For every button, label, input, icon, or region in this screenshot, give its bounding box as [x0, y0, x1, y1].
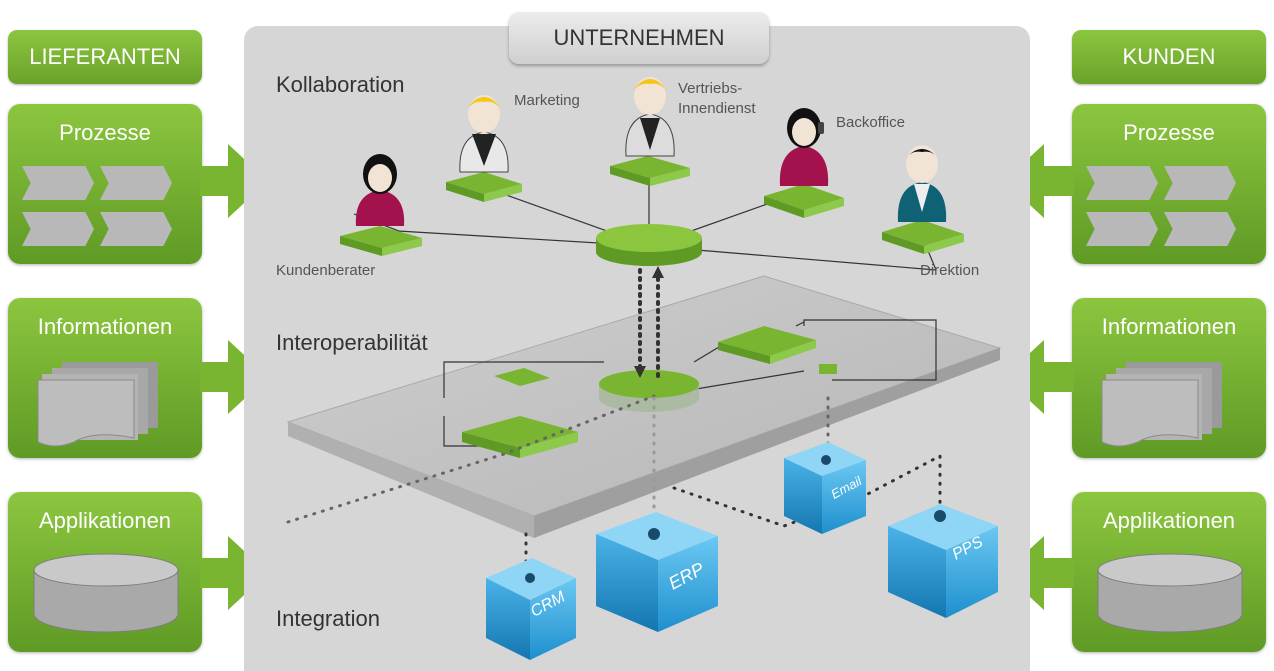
database-icon — [33, 553, 179, 633]
right-processes-title: Prozesse — [1123, 120, 1215, 145]
label-backoffice: Backoffice — [836, 114, 905, 131]
section-integration: Integration — [276, 606, 380, 631]
process-step-icon — [1086, 212, 1158, 246]
erp-cube — [596, 512, 718, 632]
person-kundenberater — [355, 154, 405, 226]
right-arrow-information — [1004, 340, 1074, 414]
left-information-title: Informationen — [37, 314, 173, 339]
label-marketing: Marketing — [514, 92, 580, 109]
architecture-graphic — [286, 77, 1002, 660]
company-header: UNTERNEHMEN — [509, 12, 769, 64]
person-direktion — [897, 145, 947, 222]
process-step-icon — [100, 166, 172, 200]
customers-tag: KUNDEN — [1072, 30, 1266, 84]
label-direktion: Direktion — [920, 262, 980, 279]
right-arrow-processes — [1004, 144, 1074, 218]
documents-icon — [1101, 362, 1222, 447]
person-marketing — [459, 95, 509, 173]
right-applications-title: Applikationen — [1102, 508, 1236, 533]
person-vertrieb — [625, 77, 675, 157]
right-information-title: Informationen — [1101, 314, 1237, 339]
process-step-icon — [1164, 166, 1236, 200]
right-information-panel: Informationen — [1072, 298, 1266, 458]
process-step-icon — [100, 212, 172, 246]
email-cube — [784, 442, 866, 534]
documents-icon — [37, 362, 158, 447]
left-arrow-information — [200, 340, 268, 414]
process-step-icon — [22, 166, 94, 200]
pps-cube — [888, 504, 998, 618]
right-applications-panel: Applikationen — [1072, 492, 1266, 652]
platforms — [340, 156, 964, 256]
left-arrow-applications — [200, 536, 268, 610]
right-arrow-applications — [1004, 536, 1074, 610]
left-processes-title: Prozesse — [59, 120, 151, 145]
process-step-icon — [22, 212, 94, 246]
label-vertrieb-1: Vertriebs- — [678, 80, 743, 97]
section-interoperability: Interoperabilität — [276, 330, 428, 355]
label-kundenberater: Kundenberater — [276, 262, 376, 279]
section-collaboration: Kollaboration — [276, 72, 405, 97]
left-information-panel: Informationen — [8, 298, 202, 458]
database-icon — [1097, 553, 1243, 633]
left-applications-panel: Applikationen — [8, 492, 202, 652]
right-processes-panel: Prozesse — [1072, 104, 1266, 264]
label-vertrieb-2: Innendienst — [678, 100, 756, 117]
left-applications-title: Applikationen — [38, 508, 172, 533]
process-step-icon — [1164, 212, 1236, 246]
left-processes-panel: Prozesse — [8, 104, 202, 264]
crm-cube — [486, 558, 576, 660]
left-arrow-processes — [200, 144, 268, 218]
process-step-icon — [1086, 166, 1158, 200]
suppliers-tag: LIEFERANTEN — [8, 30, 202, 84]
person-backoffice — [779, 108, 829, 186]
